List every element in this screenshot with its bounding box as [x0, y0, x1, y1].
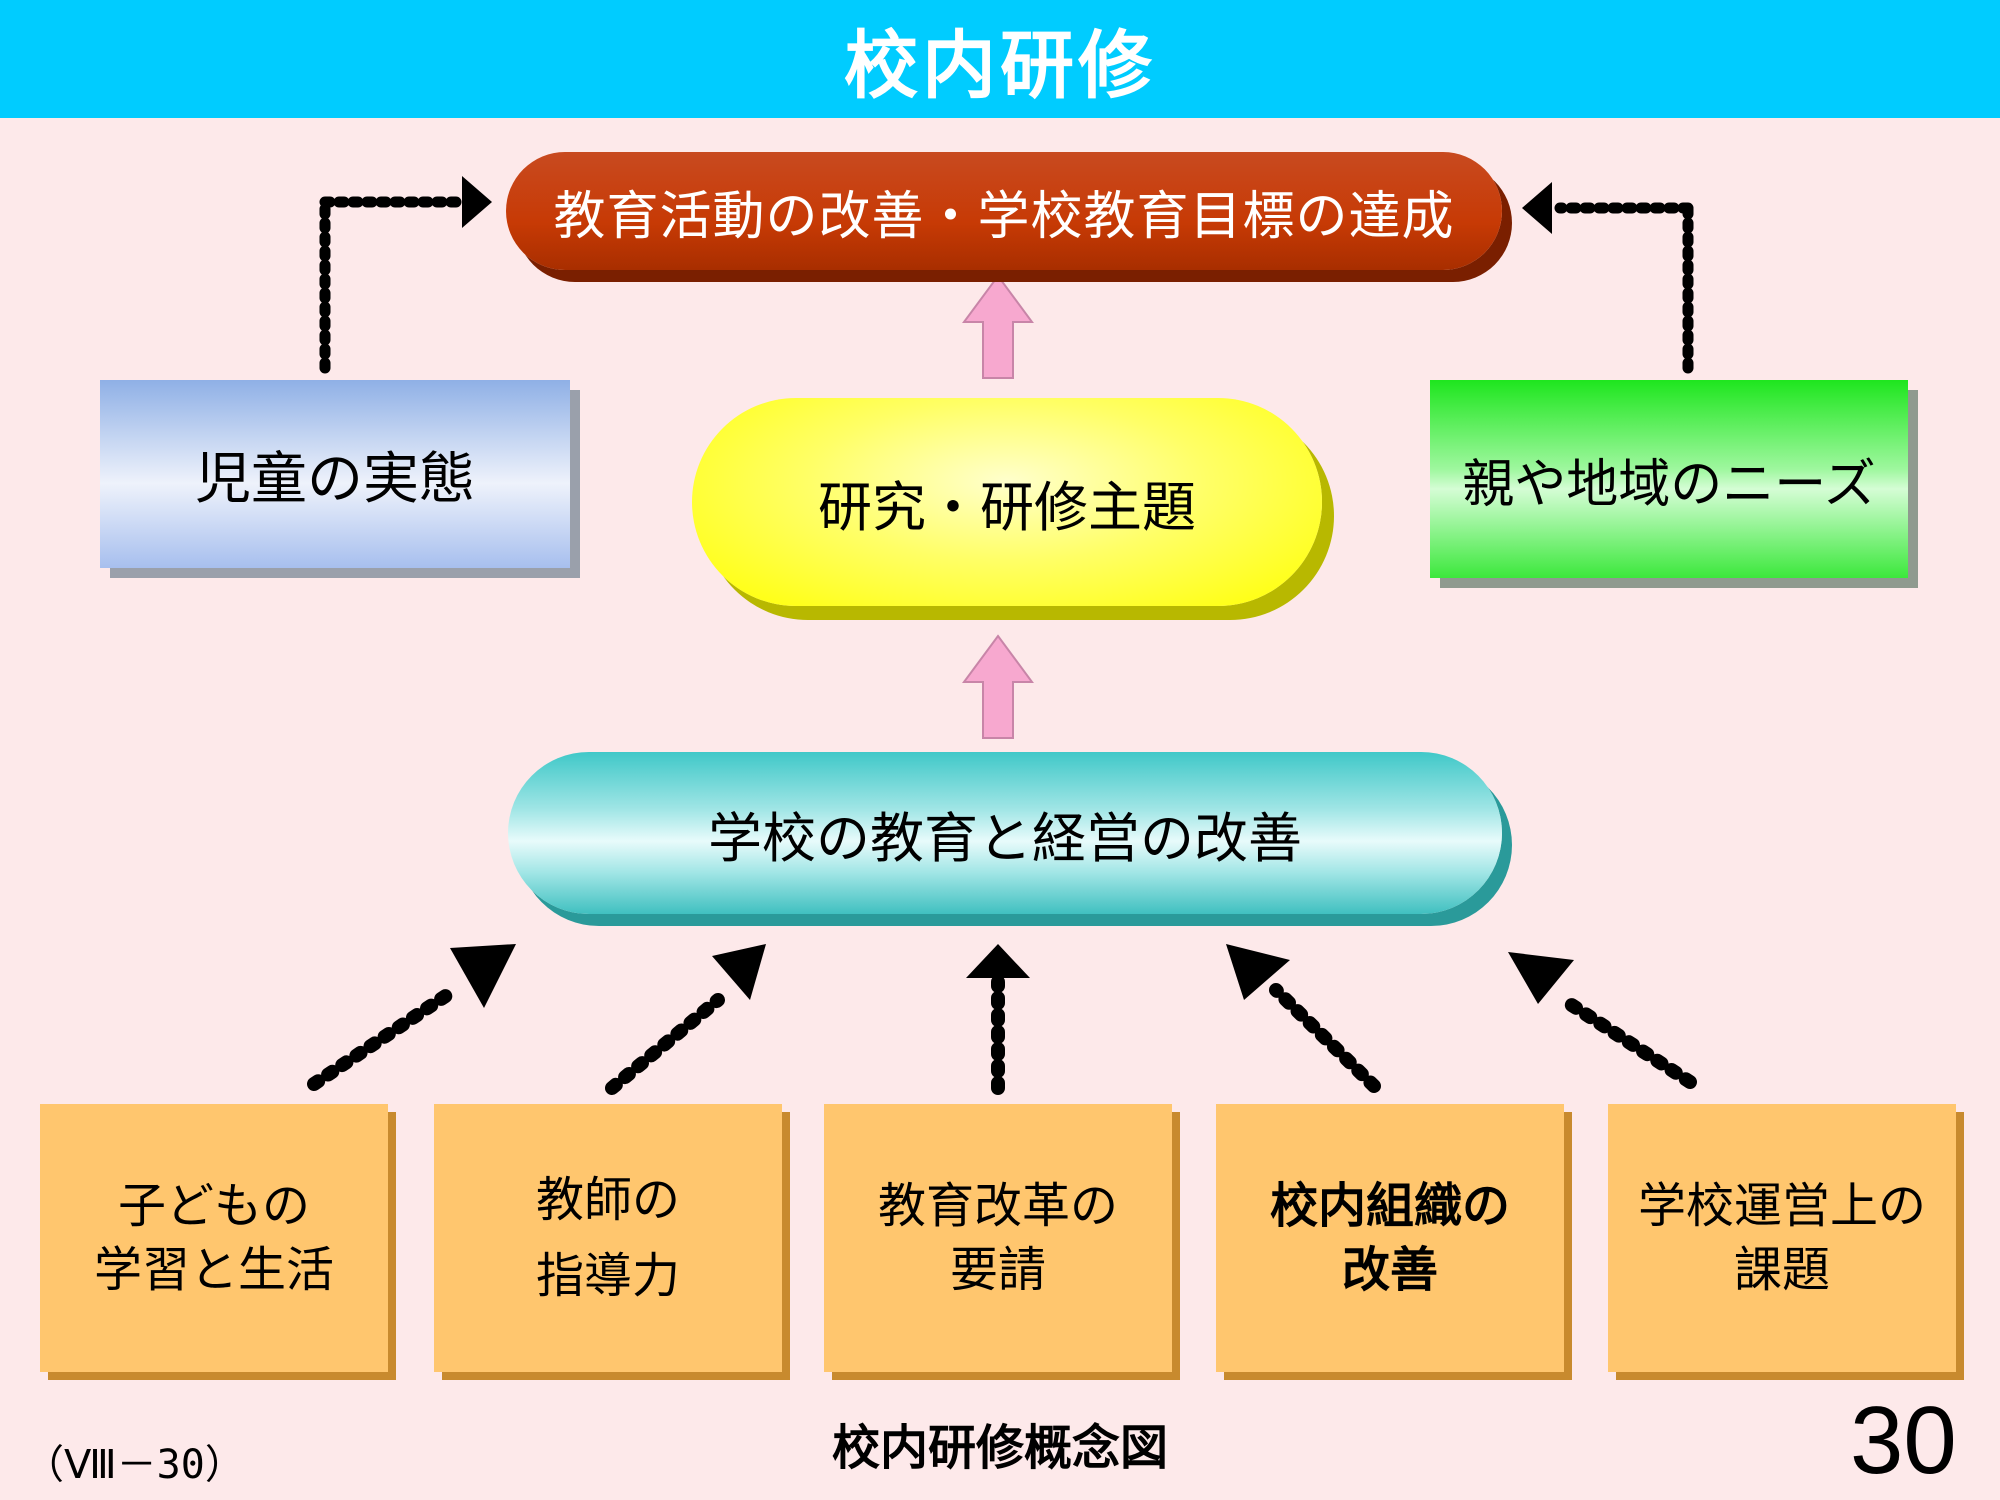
factor-box-1-line1: 子どもの — [117, 1178, 310, 1234]
factor-box-1-line2: 学習と生活 — [93, 1242, 334, 1298]
dotted-arrow-box4 — [1226, 944, 1381, 1093]
dotted-arrow-box1 — [307, 944, 516, 1091]
factor-box-3-line1: 教育改革の — [877, 1178, 1118, 1234]
dotted-arrow-left-to-goal — [319, 176, 492, 374]
up-arrow-improvement-to-theme — [962, 634, 1034, 739]
child-situation-box: 児童の実態 — [100, 380, 570, 568]
factor-box-2: 教師の 指導力 — [434, 1104, 782, 1372]
dotted-arrow-right-to-goal — [1522, 182, 1694, 374]
factor-box-5-line2: 課題 — [1733, 1242, 1830, 1298]
school-improvement-label: 学校の教育と経営の改善 — [708, 806, 1302, 870]
factor-box-4-line2: 改善 — [1341, 1242, 1438, 1298]
figure-caption: 校内研修概念図 — [831, 1420, 1168, 1476]
factor-box-2-line2: 指導力 — [535, 1248, 680, 1304]
research-theme-box: 研究・研修主題 — [692, 398, 1322, 606]
factor-box-5-line1: 学校運営上の — [1637, 1178, 1926, 1234]
factor-box-5: 学校運営上の 課題 — [1608, 1104, 1956, 1372]
up-arrow-theme-to-goal — [962, 274, 1034, 379]
reference-code: （Ⅷ－30） — [24, 1442, 245, 1488]
child-situation-label: 児童の実態 — [195, 446, 475, 512]
school-improvement-box: 学校の教育と経営の改善 — [508, 752, 1502, 914]
factor-box-4: 校内組織の 改善 — [1216, 1104, 1564, 1372]
goal-box: 教育活動の改善・学校教育目標の達成 — [506, 152, 1502, 270]
goal-label: 教育活動の改善・学校教育目標の達成 — [553, 186, 1455, 247]
dotted-arrow-box5 — [1508, 952, 1697, 1089]
factor-box-3: 教育改革の 要請 — [824, 1104, 1172, 1372]
dotted-arrow-box2 — [605, 944, 766, 1095]
factor-box-1: 子どもの 学習と生活 — [40, 1104, 388, 1372]
page-title: 校内研修 — [844, 22, 1156, 109]
research-theme-label: 研究・研修主題 — [818, 475, 1196, 539]
community-needs-box: 親や地域のニーズ — [1430, 380, 1908, 578]
factor-box-4-line1: 校内組織の — [1269, 1178, 1510, 1234]
dotted-arrow-box3 — [966, 944, 1030, 1095]
community-needs-label: 親や地域のニーズ — [1462, 454, 1876, 515]
page-number: 30 — [1850, 1387, 1957, 1494]
title-bar: 校内研修 — [0, 0, 2000, 118]
factor-box-3-line2: 要請 — [949, 1242, 1046, 1298]
factor-box-2-line1: 教師の — [535, 1172, 680, 1228]
